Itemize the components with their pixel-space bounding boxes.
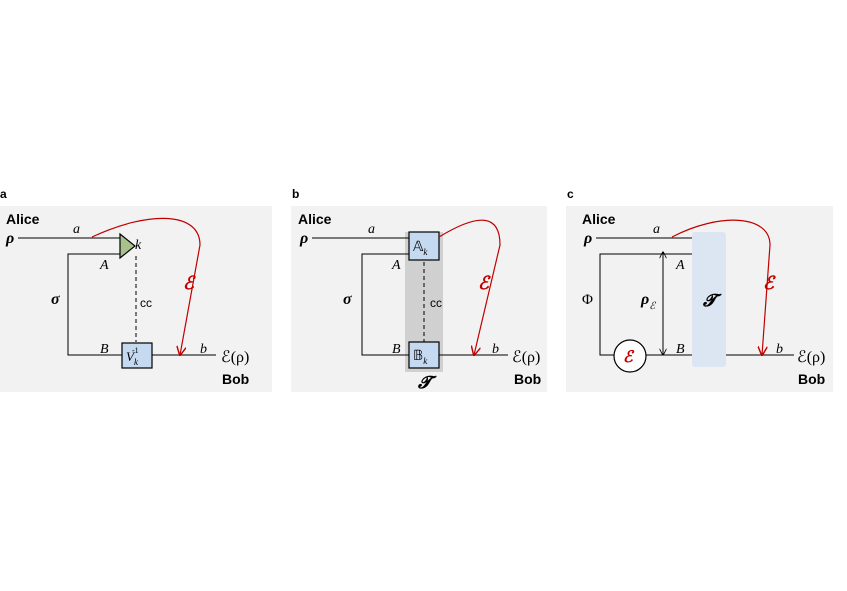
resource-wire bbox=[599, 253, 692, 356]
resource-wire bbox=[67, 253, 122, 356]
channel-label: ℰ bbox=[763, 273, 776, 293]
bob-label: Bob bbox=[798, 371, 825, 387]
sigma-label: σ bbox=[343, 291, 352, 308]
wire-B-label: B bbox=[392, 342, 401, 357]
wire-a-label: a bbox=[73, 222, 80, 237]
panel-c: c Alice ρ a A B b Φ ℰ ρℰ 𝓣 ℰ ℰ(ρ) Bob bbox=[566, 187, 833, 392]
output-state-label: ℰ(ρ) bbox=[797, 349, 825, 366]
wire-A-label: A bbox=[391, 258, 401, 273]
V-label: Vk-1 bbox=[126, 346, 139, 367]
panel-a: a Alice ρ a A B b k σ cc Vk-1 ℰ ℰ(ρ) Bob bbox=[0, 187, 272, 392]
classical-communication-label: cc bbox=[140, 296, 152, 310]
output-state-label: ℰ(ρ) bbox=[221, 349, 249, 366]
bob-label: Bob bbox=[514, 371, 541, 387]
panel-b: b Alice ρ a A B b σ cc 𝔸k 𝔹k ℰ 𝓣 ℰ(ρ) Bo… bbox=[291, 187, 547, 392]
resource-wire bbox=[361, 253, 409, 356]
wire-a-label: a bbox=[653, 222, 660, 237]
channel-node-label: ℰ bbox=[623, 349, 635, 366]
classical-communication-label: cc bbox=[430, 296, 442, 310]
wire-B-label: B bbox=[676, 342, 685, 357]
channel-label: ℰ bbox=[478, 273, 491, 293]
wire-b-label: b bbox=[200, 342, 207, 357]
correction-unitary-box bbox=[121, 342, 153, 369]
panel-b-tag: b bbox=[292, 187, 299, 201]
Ak-label: 𝔸k bbox=[413, 240, 428, 257]
wire-A-label: A bbox=[675, 258, 685, 273]
channel-arrow bbox=[671, 219, 771, 355]
alice-label: Alice bbox=[582, 211, 616, 227]
panel-c-tag: c bbox=[567, 187, 574, 201]
measurement-outcome-k: k bbox=[135, 238, 142, 253]
panel-a-tag: a bbox=[0, 187, 7, 201]
channel-label: ℰ bbox=[183, 273, 196, 293]
sigma-label: σ bbox=[51, 291, 60, 308]
rho-input-label: ρ bbox=[5, 230, 14, 247]
rho-input-label: ρ bbox=[299, 230, 308, 247]
wire-B-label: B bbox=[100, 342, 109, 357]
Bk-label: 𝔹k bbox=[413, 349, 428, 366]
rho-input-label: ρ bbox=[583, 230, 592, 247]
bob-operation-box bbox=[408, 341, 440, 369]
wire-b-label: b bbox=[776, 342, 783, 357]
channel-arrow bbox=[438, 219, 501, 355]
channel-arrow bbox=[91, 217, 201, 355]
choi-state-label: ρℰ bbox=[640, 291, 656, 312]
alice-label: Alice bbox=[298, 211, 332, 227]
phi-label: Φ bbox=[582, 292, 593, 308]
wire-a-label: a bbox=[368, 222, 375, 237]
bob-label: Bob bbox=[222, 371, 249, 387]
alice-label: Alice bbox=[6, 211, 40, 227]
wire-A-label: A bbox=[99, 258, 109, 273]
channel-node bbox=[613, 339, 647, 373]
alice-operation-box bbox=[408, 231, 440, 261]
bell-measurement-icon bbox=[119, 232, 136, 260]
wire-b-label: b bbox=[492, 342, 499, 357]
simulation-band bbox=[692, 232, 726, 367]
output-state-label: ℰ(ρ) bbox=[512, 349, 540, 366]
